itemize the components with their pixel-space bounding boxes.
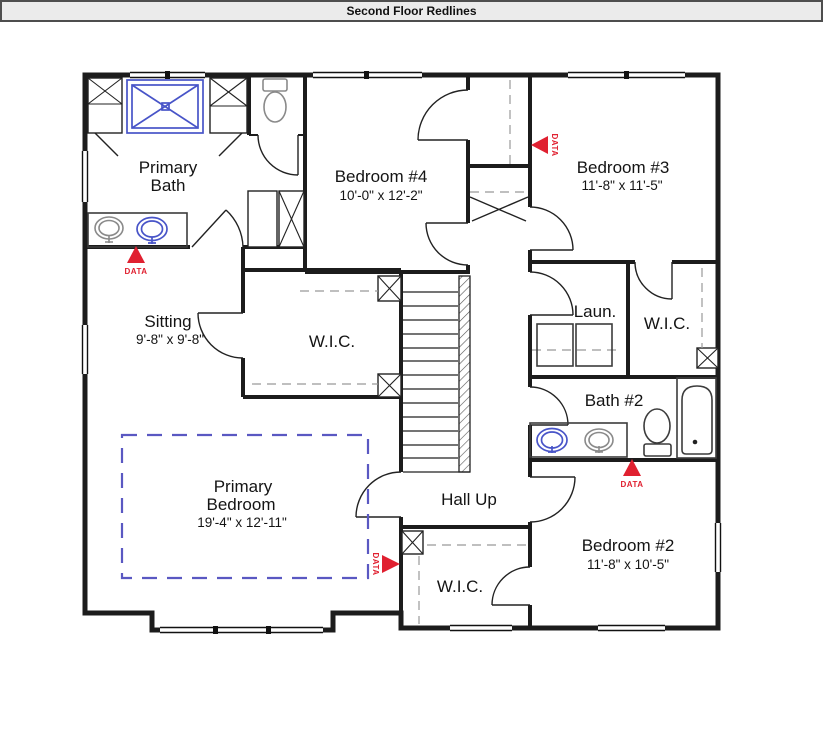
dims-bedroom4: 10'-0" x 12'-2" [339, 188, 422, 203]
primary-vanity [87, 212, 188, 248]
window-bedroom2-bottom [598, 623, 665, 633]
data-marker-triangle [623, 459, 641, 476]
label-primary-bedroom-1: Primary [214, 477, 273, 496]
room-labels: Primary Bath Bedroom #4 10'-0" x 12'-2" … [136, 158, 690, 596]
label-primary-bath-2: Bath [151, 176, 186, 195]
tray-ceiling-outline [120, 433, 370, 580]
new-sink-redline-blue [136, 216, 168, 244]
window-bedroom2-right [713, 523, 723, 572]
washer-dryer [536, 323, 613, 367]
chase-wic-top [377, 275, 402, 302]
bathtub-icon [676, 377, 717, 459]
label-sitting: Sitting [144, 312, 191, 331]
dims-sitting: 9'-8" x 9'-8" [136, 332, 204, 347]
shower [126, 79, 204, 134]
closet-right-of-shower [209, 77, 248, 134]
doors [94, 89, 673, 606]
label-wic-primary: W.I.C. [309, 332, 355, 351]
dims-bedroom2: 11'-8" x 10'-5" [587, 557, 669, 572]
chase-wic2 [401, 530, 424, 555]
title-bar: Second Floor Redlines [0, 0, 823, 22]
stair-railing [458, 275, 471, 473]
dims-primary-bedroom: 19'-4" x 12'-11" [197, 515, 287, 530]
staircase [403, 275, 471, 473]
primary-toilet-icon [262, 78, 288, 123]
label-laundry: Laun. [574, 302, 617, 321]
label-wic-bedroom2: W.I.C. [437, 577, 483, 596]
data-marker-primary-bedroom: DATA [371, 552, 400, 576]
data-marker-primary-bath: DATA [124, 246, 147, 276]
window-bedroom3-top [568, 70, 685, 80]
chase-wic-bottom [377, 373, 402, 398]
window-primary-bath-left [80, 151, 90, 202]
label-wic-bedroom3: W.I.C. [644, 314, 690, 333]
label-bedroom2: Bedroom #2 [582, 536, 675, 555]
data-marker-label: DATA [550, 133, 559, 156]
bath2-toilet-icon [643, 408, 672, 457]
page-title: Second Floor Redlines [346, 4, 477, 18]
data-marker-triangle [382, 555, 400, 573]
label-bedroom4: Bedroom #4 [335, 167, 428, 186]
dims-bedroom3: 11'-8" x 11'-5" [581, 178, 662, 193]
bath2-vanity [529, 422, 628, 458]
chases [87, 77, 719, 555]
window-sitting-left [80, 325, 90, 374]
data-marker-label: DATA [620, 480, 643, 489]
windows [80, 70, 723, 635]
closet-rods [252, 80, 703, 624]
chase-wic3 [696, 347, 719, 369]
window-primary-bedroom-bay [160, 625, 323, 635]
closet-mid-left [247, 190, 305, 248]
label-primary-bath-1: Primary [139, 158, 198, 177]
data-marker-label: DATA [124, 267, 147, 276]
data-markers: DATA DATA DATA DATA [124, 133, 643, 575]
closet-top-left [87, 77, 123, 134]
window-primary-bath-top [130, 70, 205, 80]
label-bedroom3: Bedroom #3 [577, 158, 670, 177]
data-marker-bath2: DATA [620, 459, 643, 489]
data-marker-label: DATA [371, 552, 380, 575]
data-marker-bedroom3: DATA [531, 133, 559, 157]
data-marker-triangle [531, 136, 548, 154]
label-bath2: Bath #2 [585, 391, 644, 410]
data-marker-triangle [127, 246, 145, 263]
label-primary-bedroom-2: Bedroom [207, 495, 276, 514]
label-hall-up: Hall Up [441, 490, 497, 509]
window-wic2-bottom [450, 623, 512, 633]
new-sink-redline-blue-2 [536, 427, 568, 453]
window-bedroom4-top [313, 70, 422, 80]
walls-exterior [82, 72, 721, 633]
